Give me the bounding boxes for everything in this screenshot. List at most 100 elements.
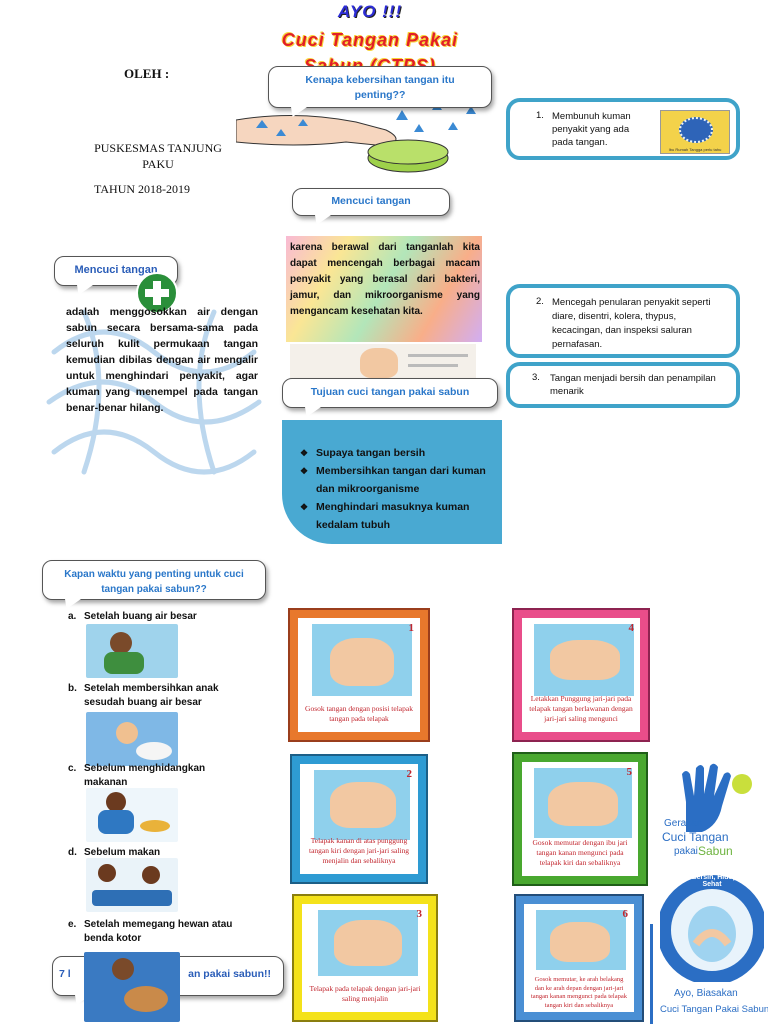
- hand-icon: [550, 640, 620, 680]
- poster-circle-icon: [679, 117, 713, 143]
- gerakan-logo: Gerakan Cuci Tangan pakai Sabun: [656, 762, 760, 872]
- poster-thumbnail: Ibu Rumah Tangga perlu tahu: [660, 110, 730, 154]
- step-card-1: 1 Gosok tangan dengan posisi telapak tan…: [288, 608, 430, 742]
- definition-paragraph: adalah menggosokkan air dengan sabun sec…: [66, 306, 258, 414]
- step-photo: [536, 910, 626, 970]
- goal-item: Membersihkan tangan dari kuman dan mikro…: [298, 462, 496, 498]
- splash-svg: [46, 309, 262, 475]
- when-letter: a.: [68, 611, 77, 622]
- table: [92, 890, 172, 906]
- why-item-1-num: 1.: [536, 110, 544, 121]
- when-item-e: e. Setelah memegang hewan atau benda koto…: [68, 918, 258, 946]
- why-item-2: 2. Mencegah penularan penyakit seperti d…: [506, 284, 740, 358]
- step-number: 2: [406, 768, 413, 780]
- hand-icon: [334, 920, 402, 966]
- when-letter: c.: [68, 763, 77, 774]
- goals-panel: Supaya tangan bersih Membersihkan tangan…: [282, 420, 502, 544]
- person-body: [104, 652, 144, 674]
- title-line-1: AYO !!!: [337, 2, 403, 21]
- why-item-3-text: Tangan menjadi bersih dan penampilan men…: [550, 373, 716, 397]
- step-card-6: 6 Gosok memutar, ke arah belakang dan ke…: [514, 894, 644, 1022]
- step-card-2: 2 Telapak kanan di atas punggung tangan …: [290, 754, 428, 884]
- why-item-3-num: 3.: [532, 372, 540, 383]
- hand-icon: [360, 348, 398, 378]
- ring-logo-icon: [660, 875, 764, 982]
- step-photo: [318, 910, 418, 976]
- when-text: Setelah buang air besar: [84, 611, 197, 622]
- when-text: Setelah membersihkan anak sesudah buang …: [84, 683, 219, 708]
- person-figure: [106, 792, 126, 812]
- why-item-3: 3. Tangan menjadi bersih dan penampilan …: [506, 362, 740, 408]
- step-number: 6: [622, 908, 629, 920]
- splash-illustration: [44, 292, 264, 482]
- hand-icon: [548, 782, 618, 826]
- gerakan-text-3: pakai: [674, 846, 698, 857]
- animal-figure: [124, 986, 168, 1012]
- step-photo: [312, 624, 412, 696]
- image-animal: [84, 952, 180, 1022]
- step-card-3: 3 Telapak pada telapak dengan jari-jari …: [292, 894, 438, 1022]
- step-caption: Gosok memutar dengan ibu jari tangan kan…: [532, 838, 628, 867]
- hand-label-line-2: [408, 364, 458, 367]
- step-number: 4: [628, 622, 635, 634]
- oleh-label: OLEH :: [124, 66, 170, 81]
- hand-icon: [330, 782, 396, 828]
- title-line-3: Sabun (CTPS): [304, 56, 436, 68]
- person-figure: [116, 722, 138, 744]
- goal-item: Supaya tangan bersih: [298, 444, 496, 462]
- step-caption: Gosok memutar, ke arah belakang dan ke a…: [530, 976, 627, 1009]
- year-label: TAHUN 2018-2019: [94, 182, 191, 196]
- step-image-area: 2 Telapak kanan di atas punggung tangan …: [300, 764, 418, 874]
- steps-bubble-right: an pakai sabun!!: [188, 968, 271, 980]
- hand-icon: [330, 638, 394, 686]
- colorful-background: [286, 236, 482, 342]
- when-text: Sebelum makan: [84, 847, 161, 858]
- goal-item: Menghindari masuknya kuman kedalam tubuh: [298, 498, 496, 534]
- step-image-area: 4 Letakkan Punggung jari-jari pada telap…: [522, 618, 640, 732]
- step-caption: Telapak pada telapak dengan jari-jari sa…: [309, 984, 421, 1003]
- when-text: Setelah memegang hewan atau benda kotor: [84, 919, 233, 944]
- when-item-c: c.Sebelum menghidangkan makanan: [68, 762, 258, 790]
- blue-accent-bar: [650, 924, 653, 1024]
- step-card-4: 4 Letakkan Punggung jari-jari pada telap…: [512, 608, 650, 742]
- when-letter: d.: [68, 847, 77, 858]
- step-card-5: 5 Gosok memutar dengan ibu jari tangan k…: [512, 752, 648, 886]
- hands-graphic: [290, 344, 476, 380]
- when-letter: b.: [68, 683, 77, 694]
- food-plate: [140, 820, 170, 832]
- step-number: 3: [416, 908, 423, 920]
- goals-bubble: Tujuan cuci tangan pakai sabun: [282, 378, 498, 408]
- title-line-2: Cuci Tangan Pakai: [281, 30, 459, 50]
- ring-text: Biasa Bersih, Hidup Jadi Sehat: [670, 874, 754, 888]
- step-photo: [534, 624, 634, 696]
- step-caption: Telapak kanan di atas punggung tangan ki…: [309, 836, 409, 865]
- hand-icon: [550, 922, 610, 962]
- when-item-b: b. Setelah membersihkan anak sesudah buan…: [68, 682, 258, 710]
- definition-bubble: Mencuci tangan: [54, 256, 178, 286]
- why-bubble: Kenapa kebersihan tangan itu penting??: [268, 66, 492, 108]
- why-item-1-text: Membunuh kuman penyakit yang ada pada ta…: [552, 111, 631, 148]
- image-toilet-scene: [86, 624, 178, 678]
- why-item-2-num: 2.: [536, 296, 544, 307]
- first-aid-icon: [136, 272, 178, 314]
- hand-logo-icon: [682, 763, 752, 832]
- when-letter: e.: [68, 919, 77, 930]
- step-caption: Letakkan Punggung jari-jari pada telapak…: [529, 694, 633, 723]
- ayo-text-2: Cuci Tangan Pakai Sabun!: [660, 1004, 768, 1015]
- image-eating: [86, 858, 178, 912]
- when-bubble: Kapan waktu yang penting untuk cuci tang…: [42, 560, 266, 600]
- biasa-bersih-logo: Biasa Bersih, Hidup Jadi Sehat Ayo, Bias…: [660, 872, 768, 1024]
- hand-label-line: [408, 354, 468, 357]
- why-item-2-text: Mencegah penularan penyakit seperti diar…: [552, 297, 711, 350]
- gerakan-text-2: Cuci Tangan: [662, 830, 729, 844]
- when-item-a: a. Setelah buang air besar: [68, 610, 258, 624]
- when-item-d: d. Sebelum makan: [68, 846, 258, 860]
- handwash-illustration: [235, 80, 482, 180]
- ayo-text-1: Ayo, Biasakan: [674, 988, 738, 999]
- cross-horizontal: [145, 289, 169, 297]
- poster-caption: Ibu Rumah Tangga perlu tahu: [668, 147, 722, 152]
- middle-paragraph: karena berawal dari tanganlah kita dapat…: [290, 242, 480, 317]
- steps-bubble-left: 7 l: [59, 968, 71, 980]
- organization-name: PUSKESMAS TANJUNG PAKU: [94, 141, 222, 171]
- gerakan-text-4: Sabun: [698, 844, 733, 858]
